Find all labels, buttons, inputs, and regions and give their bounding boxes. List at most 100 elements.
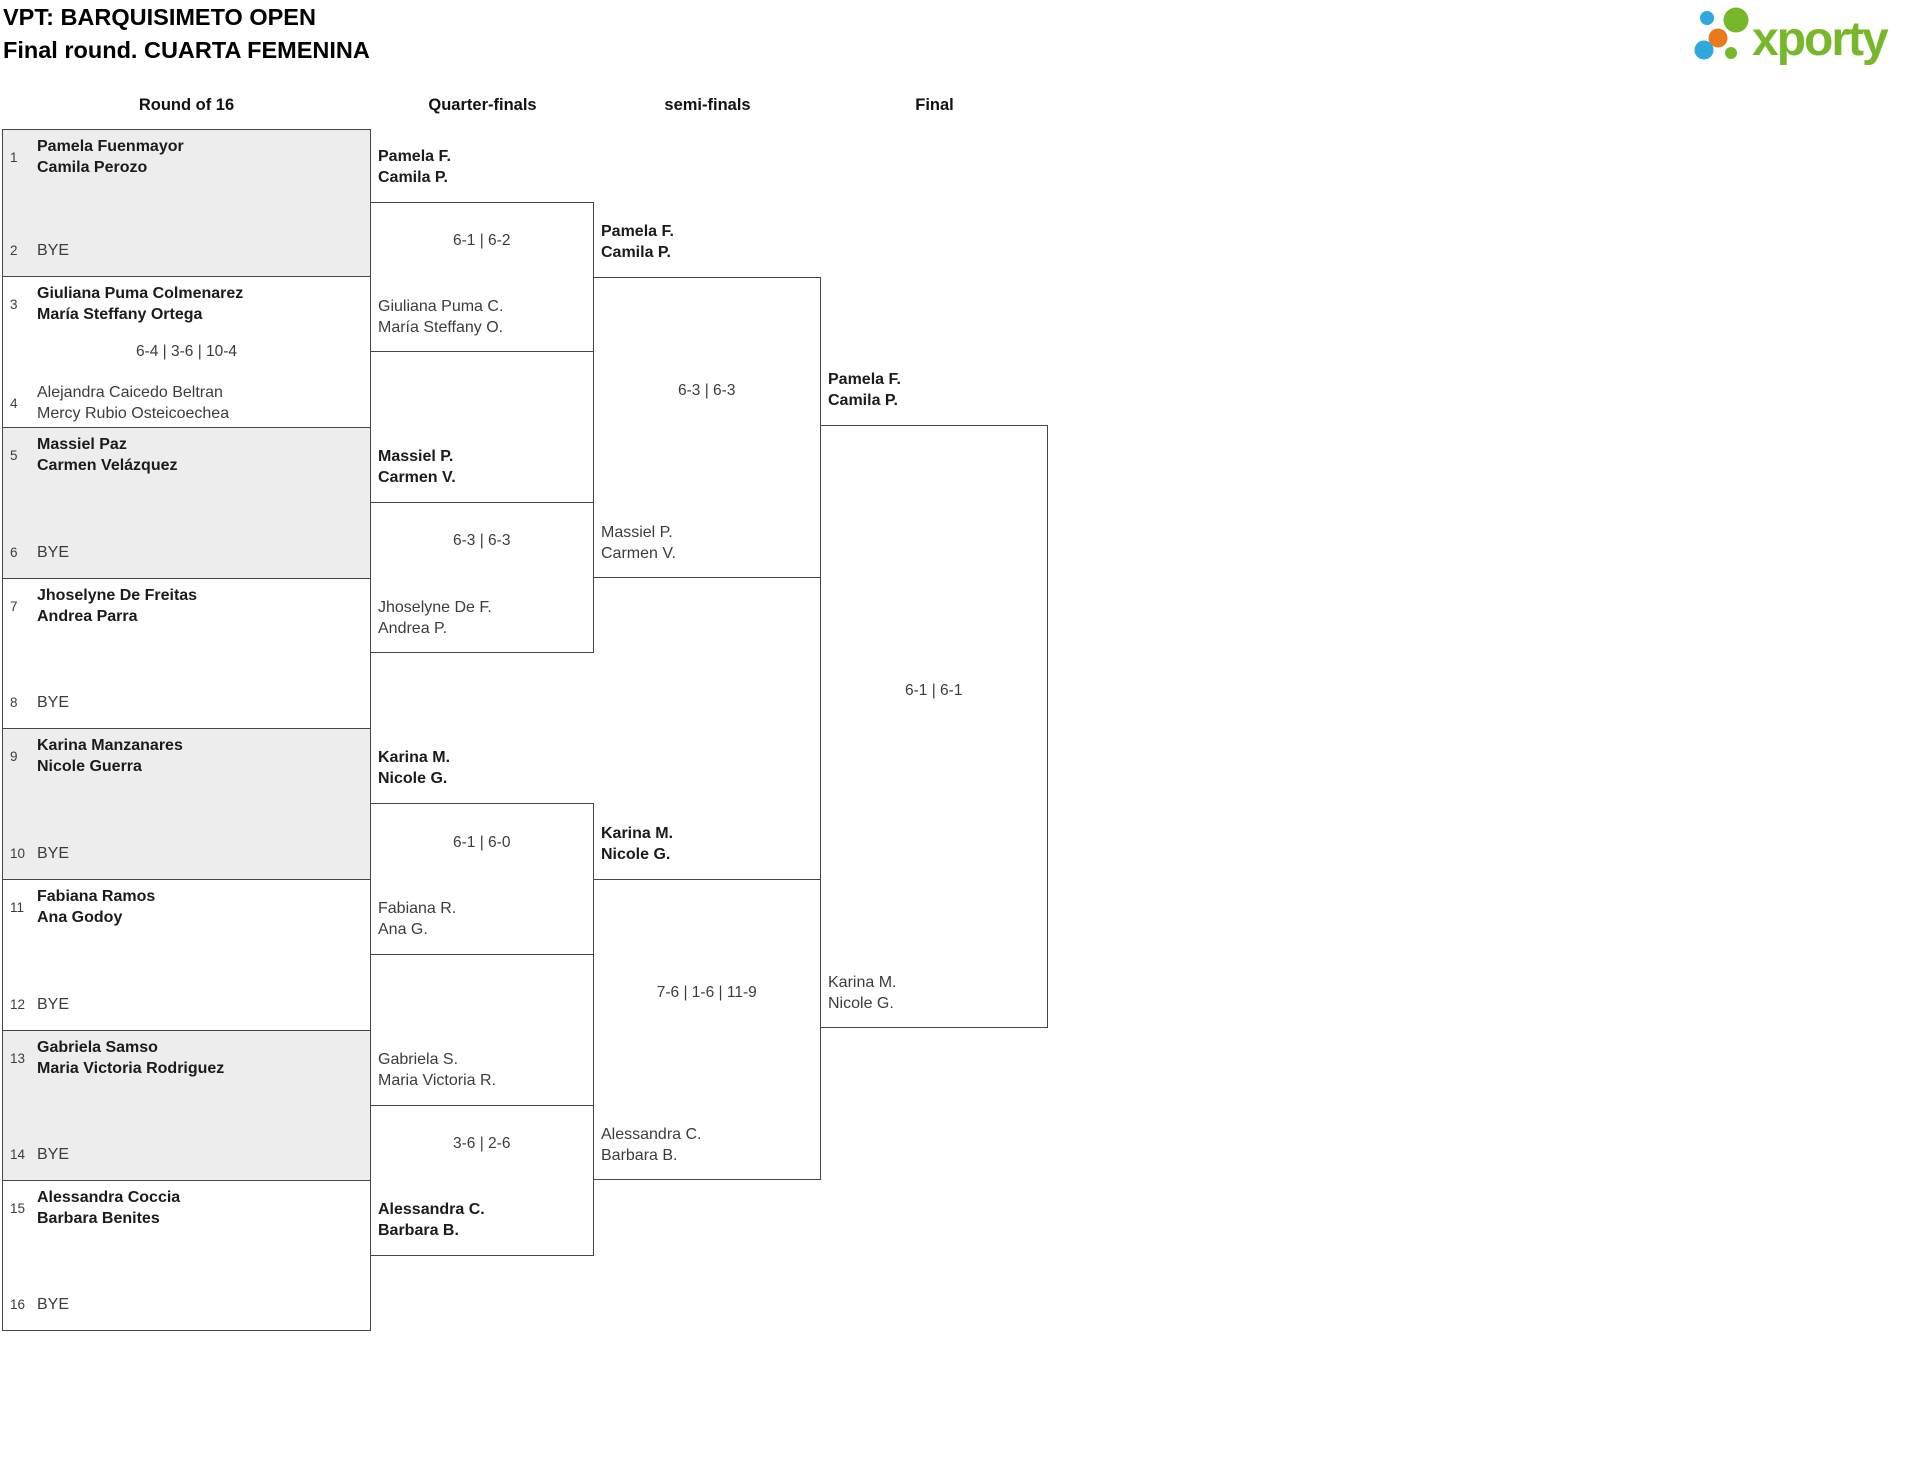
player-name: Camila P.	[828, 392, 898, 409]
tournament-name: VPT: BARQUISIMETO OPEN	[3, 4, 316, 30]
seed-number: 2	[10, 243, 18, 258]
r16-match-8: 15 Alessandra Coccia Barbara Benites 16 …	[2, 1180, 371, 1331]
bracket-entry: 16 BYE	[3, 1294, 370, 1315]
team-names: BYE	[37, 542, 69, 563]
seed-number: 10	[10, 846, 26, 861]
player-name: Barbara B.	[378, 1222, 459, 1239]
player-name: Maria Victoria Rodriguez	[37, 1060, 225, 1077]
player-name: Massiel P.	[378, 448, 454, 465]
bracket-entry: 7 Jhoselyne De Freitas Andrea Parra	[3, 585, 370, 627]
qf2-score: 6-3 | 6-3	[453, 532, 511, 549]
player-name: María Steffany Ortega	[37, 306, 203, 323]
bracket-entry: 8 BYE	[3, 692, 370, 713]
bracket-entry: 1 Pamela Fuenmayor Camila Perozo	[3, 136, 370, 178]
qf2-top-team: Massiel P. Carmen V.	[378, 446, 593, 488]
bracket-entry: 3 Giuliana Puma Colmenarez María Steffan…	[3, 283, 370, 325]
bracket-entry: 15 Alessandra Coccia Barbara Benites	[3, 1187, 370, 1229]
qf4-score: 3-6 | 2-6	[453, 1135, 511, 1152]
team-names: BYE	[37, 240, 69, 261]
column-header-final: Final	[915, 96, 954, 114]
player-name: Camila P.	[378, 169, 448, 186]
player-name: Giuliana Puma Colmenarez	[37, 285, 244, 302]
team-names: Gabriela Samso Maria Victoria Rodriguez	[37, 1037, 224, 1079]
bracket-entry: 14 BYE	[3, 1144, 370, 1165]
player-name: Barbara B.	[601, 1147, 678, 1164]
bracket-entry: 4 Alejandra Caicedo Beltran Mercy Rubio …	[3, 382, 370, 424]
r16-match-2: 3 Giuliana Puma Colmenarez María Steffan…	[2, 276, 371, 427]
column-header-semi-finals: semi-finals	[664, 96, 751, 114]
player-name: BYE	[37, 996, 70, 1013]
team-names: Massiel Paz Carmen Velázquez	[37, 434, 178, 476]
team-names: BYE	[37, 692, 69, 713]
qf3-bottom-team: Fabiana R. Ana G.	[378, 898, 593, 940]
bracket-entry: 12 BYE	[3, 994, 370, 1015]
player-name: Pamela Fuenmayor	[37, 138, 184, 155]
sf1-top-team: Pamela F. Camila P.	[601, 221, 816, 263]
player-name: Karina M.	[828, 974, 897, 991]
player-name: Jhoselyne De Freitas	[37, 587, 198, 604]
player-name: Alessandra C.	[601, 1126, 702, 1143]
seed-number: 13	[10, 1050, 26, 1066]
round-category: Final round. CUARTA FEMENINA	[3, 37, 370, 63]
seed-number: 12	[10, 997, 26, 1012]
player-name: Andrea Parra	[37, 608, 138, 625]
player-name: María Steffany O.	[378, 319, 504, 336]
seed-number: 16	[10, 1297, 26, 1312]
sf2-bottom-team: Alessandra C. Barbara B.	[601, 1124, 816, 1166]
team-names: BYE	[37, 994, 69, 1015]
sf-match-1-box	[592, 277, 821, 578]
team-names: BYE	[37, 1294, 69, 1315]
team-names: Alessandra Coccia Barbara Benites	[37, 1187, 180, 1229]
logo-dot-blue-small	[1700, 11, 1714, 25]
seed-number: 9	[10, 748, 18, 764]
player-name: Carmen V.	[601, 545, 676, 562]
player-name: Ana Godoy	[37, 909, 123, 926]
bracket-entry: 13 Gabriela Samso Maria Victoria Rodrigu…	[3, 1037, 370, 1079]
r16-match-5: 9 Karina Manzanares Nicole Guerra 10 BYE	[2, 728, 371, 879]
player-name: BYE	[37, 694, 70, 711]
player-name: Karina M.	[378, 749, 451, 766]
r16-match-1: 1 Pamela Fuenmayor Camila Perozo 2 BYE	[2, 129, 371, 276]
logo-text: xporty	[1752, 13, 1889, 66]
seed-number: 11	[10, 899, 25, 915]
bracket-entry: 6 BYE	[3, 542, 370, 563]
qf3-top-team: Karina M. Nicole G.	[378, 747, 593, 789]
player-name: Nicole G.	[601, 846, 671, 863]
qf1-top-team: Pamela F. Camila P.	[378, 146, 593, 188]
logo-dot-green-small	[1725, 47, 1737, 59]
seed-number: 8	[10, 695, 18, 710]
team-names: Jhoselyne De Freitas Andrea Parra	[37, 585, 197, 627]
team-names: Pamela Fuenmayor Camila Perozo	[37, 136, 184, 178]
qf1-bottom-team: Giuliana Puma C. María Steffany O.	[378, 296, 593, 338]
player-name: Maria Victoria R.	[378, 1072, 496, 1089]
team-names: BYE	[37, 1144, 69, 1165]
sf-match-2-box	[592, 879, 821, 1180]
sf2-score: 7-6 | 1-6 | 11-9	[656, 984, 757, 1001]
player-name: Camila P.	[601, 244, 671, 261]
player-name: Alejandra Caicedo Beltran	[37, 384, 223, 401]
final-score: 6-1 | 6-1	[905, 682, 963, 699]
player-name: Nicole G.	[828, 995, 894, 1012]
team-names: BYE	[37, 843, 69, 864]
final-match-box	[819, 425, 1048, 1028]
player-name: Jhoselyne De F.	[378, 599, 492, 616]
sf1-bottom-team: Massiel P. Carmen V.	[601, 522, 816, 564]
player-name: BYE	[37, 544, 70, 561]
final-bottom-team: Karina M. Nicole G.	[828, 972, 1043, 1014]
player-name: Gabriela Samso	[37, 1039, 158, 1056]
player-name: BYE	[37, 1296, 70, 1313]
player-name: Karina Manzanares	[37, 737, 183, 754]
player-name: Giuliana Puma C.	[378, 298, 504, 315]
player-name: BYE	[37, 845, 70, 862]
player-name: Carmen Velázquez	[37, 457, 178, 474]
seed-number: 7	[10, 598, 18, 614]
r16-match-4: 7 Jhoselyne De Freitas Andrea Parra 8 BY…	[2, 578, 371, 728]
seed-number: 5	[10, 447, 18, 463]
player-name: Fabiana Ramos	[37, 888, 156, 905]
player-name: Mercy Rubio Osteicoechea	[37, 405, 230, 422]
xporty-logo[interactable]: xporty	[1684, 0, 1920, 70]
player-name: Ana G.	[378, 921, 428, 938]
match-score: 6-4 | 3-6 | 10-4	[135, 343, 238, 360]
qf4-bottom-team: Alessandra C. Barbara B.	[378, 1199, 593, 1241]
